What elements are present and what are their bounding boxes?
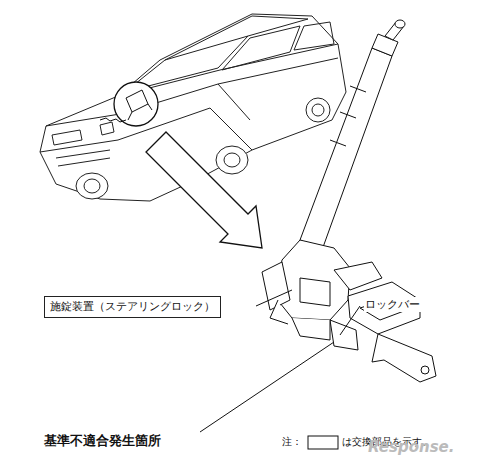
steering-lock-location (100, 82, 158, 126)
steering-lock-part (262, 20, 436, 382)
enlarge-arrow (146, 132, 262, 248)
box-text: 施錠装置（ステアリングロック） (50, 300, 215, 314)
label-box: 施錠装置（ステアリングロック） (44, 296, 221, 318)
leader-lines (200, 290, 360, 432)
replacement-part-key-box (308, 436, 338, 449)
part-label: ロックバー (364, 297, 421, 312)
caption-label: 基準不適合発生箇所 (44, 432, 161, 450)
watermark: Response. (368, 438, 454, 456)
note-label: 注： (282, 435, 302, 449)
